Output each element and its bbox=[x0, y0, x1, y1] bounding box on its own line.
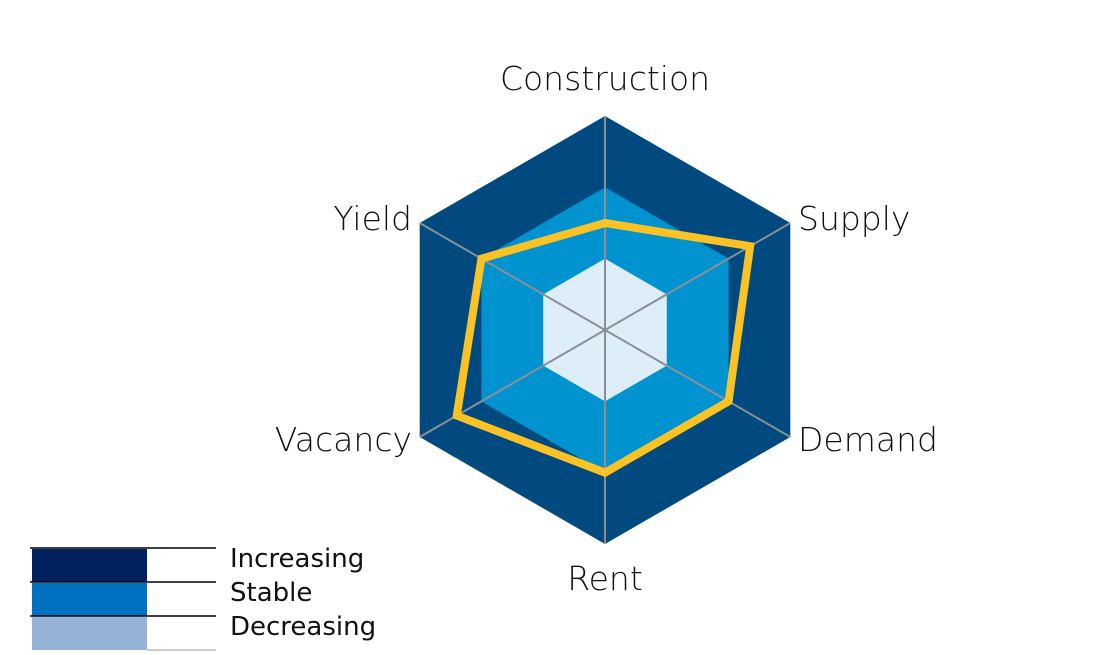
legend-label-decreasing: Decreasing bbox=[230, 612, 376, 642]
legend-swatch-increasing bbox=[32, 549, 147, 582]
axis-label-rent: Rent bbox=[567, 559, 643, 598]
legend-swatch-decreasing bbox=[32, 617, 147, 650]
axis-label-demand: Demand bbox=[798, 420, 938, 459]
axis-label-vacancy: Vacancy bbox=[275, 420, 412, 459]
axis-label-construction: Construction bbox=[500, 59, 710, 98]
axis-label-yield: Yield bbox=[333, 199, 412, 238]
spoke-yield bbox=[419, 222, 606, 331]
legend-label-stable: Stable bbox=[230, 578, 312, 608]
legend-swatch-stable bbox=[32, 583, 147, 616]
spoke-supply bbox=[604, 222, 791, 331]
axis-label-supply: Supply bbox=[798, 199, 910, 238]
legend-label-increasing: Increasing bbox=[230, 544, 364, 574]
spoke-demand bbox=[604, 329, 791, 438]
spoke-vacancy bbox=[419, 329, 606, 438]
